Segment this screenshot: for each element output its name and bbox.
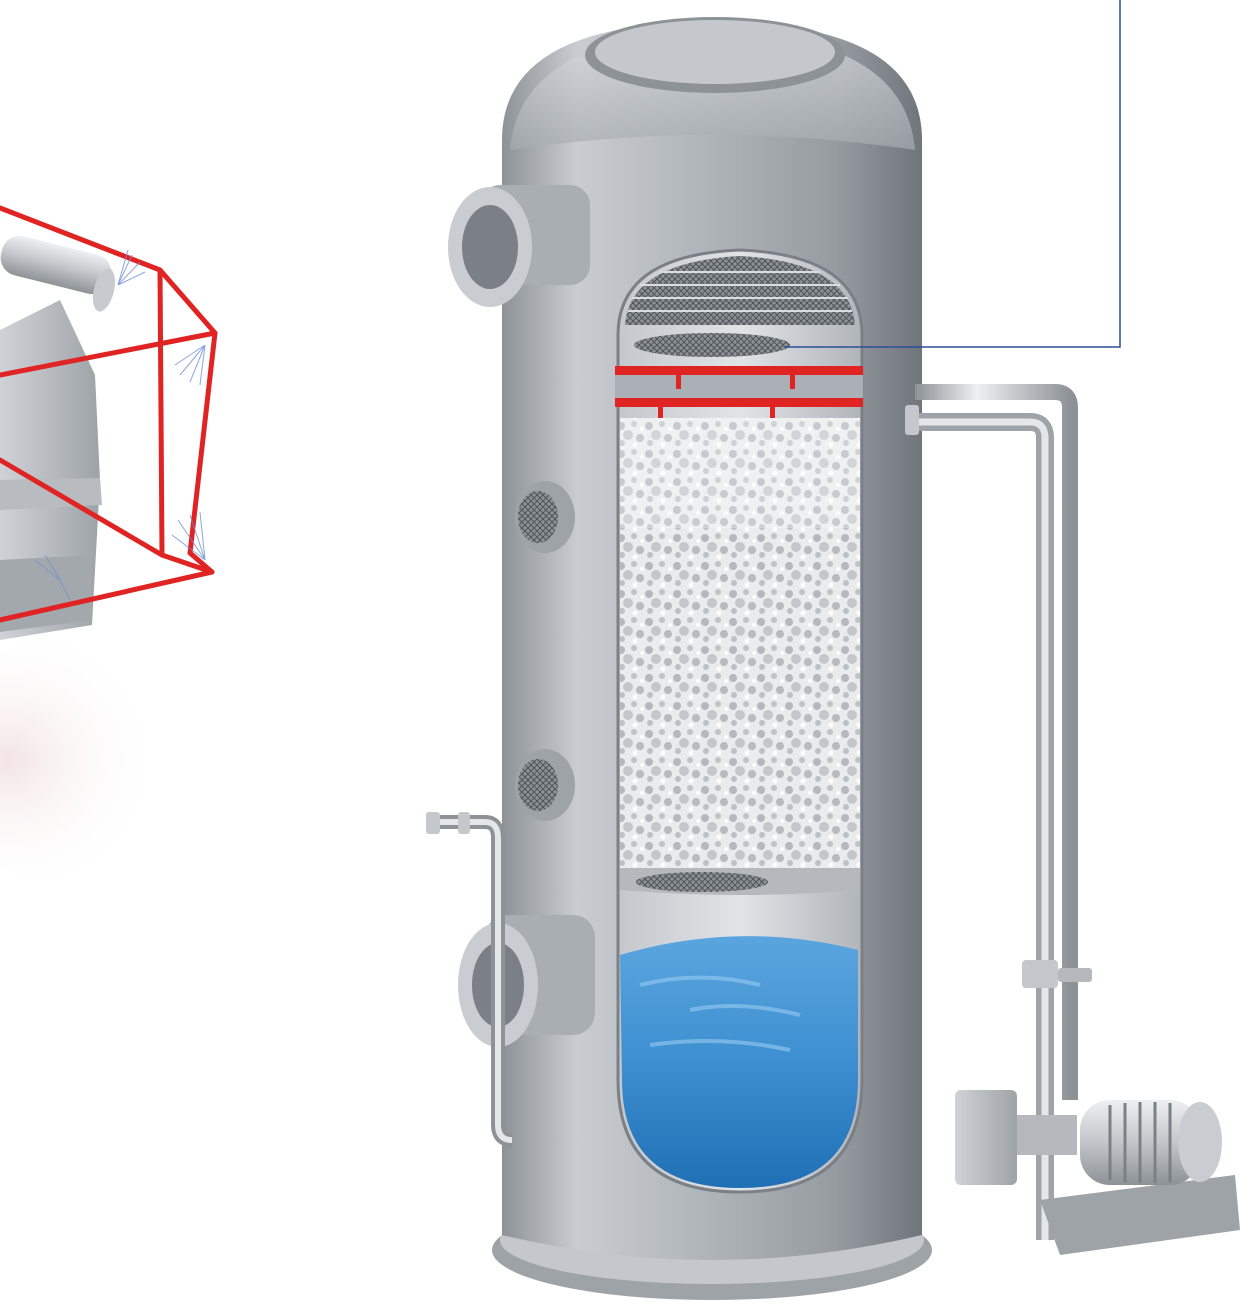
pump-coupling — [1017, 1115, 1077, 1155]
mist-eliminator-slats — [628, 271, 852, 312]
recirculation-pump — [955, 1090, 1240, 1255]
top-spray-pipe-end — [92, 268, 116, 312]
box-body — [0, 300, 100, 640]
packing-bed-top-layer — [620, 418, 860, 528]
gas-outlet-nozzle — [448, 185, 590, 307]
spray-header — [615, 366, 863, 421]
liquid-sump — [620, 936, 858, 1188]
liquid-ripples — [639, 975, 801, 1052]
reflection-glow — [0, 640, 190, 880]
spray-box-illustration — [0, 205, 218, 880]
pump-casing — [955, 1090, 1017, 1185]
pump-motor-end — [1178, 1102, 1222, 1182]
spray-header-gap — [615, 375, 863, 398]
mist-eliminator-pad — [634, 333, 790, 357]
sight-glass-lower — [515, 749, 575, 821]
pipe-valve-handle — [1058, 968, 1092, 982]
pump-motor-fins — [1108, 1102, 1172, 1183]
support-grid — [636, 872, 768, 892]
gas-inlet-nozzle — [458, 915, 595, 1047]
top-spray-pipe — [0, 235, 112, 295]
leader-line — [785, 0, 1121, 348]
mist-eliminator — [625, 256, 855, 325]
box-band — [0, 478, 102, 510]
box-lower — [0, 555, 92, 632]
spray-header-lower — [615, 398, 863, 407]
makeup-water-pipe — [426, 812, 513, 1147]
packing-bed — [620, 418, 860, 868]
pipe-flange-upper — [905, 405, 919, 435]
red-spray-frame — [0, 205, 218, 623]
spray-header-upper — [615, 366, 863, 375]
recirculation-pipe — [905, 384, 1092, 1240]
sight-glass-upper — [515, 481, 575, 553]
spray-mist — [34, 249, 206, 601]
packed-scrubber-tower — [426, 17, 932, 1300]
pipe-valve — [1022, 960, 1058, 988]
spray-nozzles — [658, 375, 795, 421]
top-manway-cover — [595, 20, 835, 84]
pump-baseplate — [1040, 1175, 1240, 1255]
